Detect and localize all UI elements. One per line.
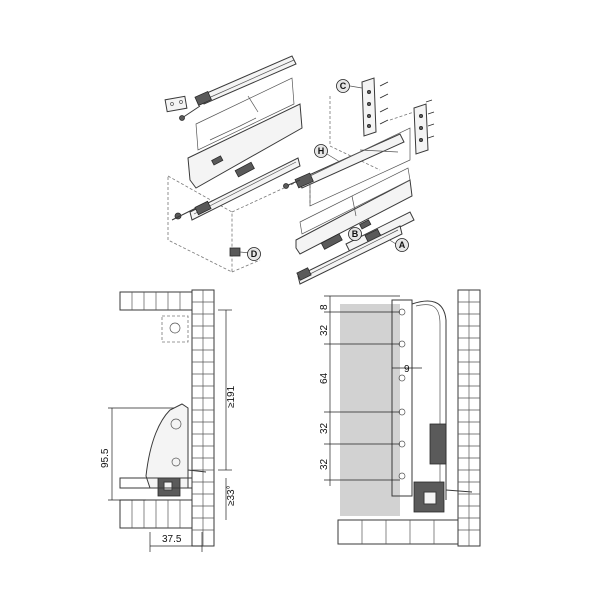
callout-a: A bbox=[395, 238, 409, 252]
bracket-right bbox=[413, 99, 435, 155]
callout-c: C bbox=[336, 79, 363, 93]
callout-d-label: D bbox=[251, 249, 258, 259]
callout-c-label: C bbox=[340, 81, 347, 91]
left-cross-section: 95.5 ≥191 ≥33° 37.5 bbox=[100, 289, 237, 552]
callout-h: H bbox=[314, 144, 341, 163]
right-cross-section: 8 32 64 32 32 9 bbox=[319, 289, 481, 547]
exploded-view: C H B A D bbox=[164, 55, 435, 285]
dim-height-label: 95.5 bbox=[100, 448, 111, 468]
mounting-bracket-left bbox=[164, 95, 188, 113]
callout-h-label: H bbox=[318, 146, 325, 156]
dim-chain-1: 32 bbox=[319, 324, 330, 336]
screws-c bbox=[379, 81, 389, 125]
dim-inset-label: 9 bbox=[404, 364, 410, 375]
left-side-panel bbox=[191, 289, 215, 547]
bracket-d bbox=[229, 247, 251, 257]
bottom-runner bbox=[296, 225, 403, 285]
glass-panel-front bbox=[309, 127, 411, 207]
left-bottom-shelf bbox=[119, 477, 193, 529]
drawer-side-front bbox=[295, 167, 413, 255]
drawer-front-panel bbox=[340, 304, 400, 516]
dim-clearance-label: ≥191 bbox=[226, 385, 237, 408]
right-frame bbox=[391, 299, 473, 513]
dim-chain-3: 32 bbox=[319, 422, 330, 434]
left-drawer-profile bbox=[145, 315, 207, 497]
screws-right bbox=[425, 99, 435, 139]
callout-d: D bbox=[247, 247, 261, 261]
dim-chain-0: 8 bbox=[319, 304, 330, 310]
callout-a-label: A bbox=[399, 240, 406, 250]
top-rail-back bbox=[179, 55, 297, 121]
drawer-side-back bbox=[187, 77, 303, 189]
dim-angle-label: ≥33° bbox=[226, 485, 237, 506]
dim-chain-4: 32 bbox=[319, 458, 330, 470]
runner-front bbox=[345, 211, 415, 253]
right-dimensions: 8 32 64 32 32 9 bbox=[319, 295, 422, 486]
callout-b-label: B bbox=[352, 229, 359, 239]
runner-back bbox=[171, 157, 301, 221]
top-rail-front bbox=[283, 133, 405, 189]
right-bottom-shelf bbox=[337, 519, 459, 545]
left-dimensions: 95.5 ≥191 ≥33° 37.5 bbox=[100, 309, 237, 552]
right-side-panel bbox=[457, 289, 481, 547]
bracket-c bbox=[361, 77, 389, 137]
left-top-shelf bbox=[119, 291, 193, 311]
dim-chain-2: 64 bbox=[319, 372, 330, 384]
callout-b: B bbox=[348, 227, 362, 241]
dim-width-label: 37.5 bbox=[162, 534, 182, 545]
